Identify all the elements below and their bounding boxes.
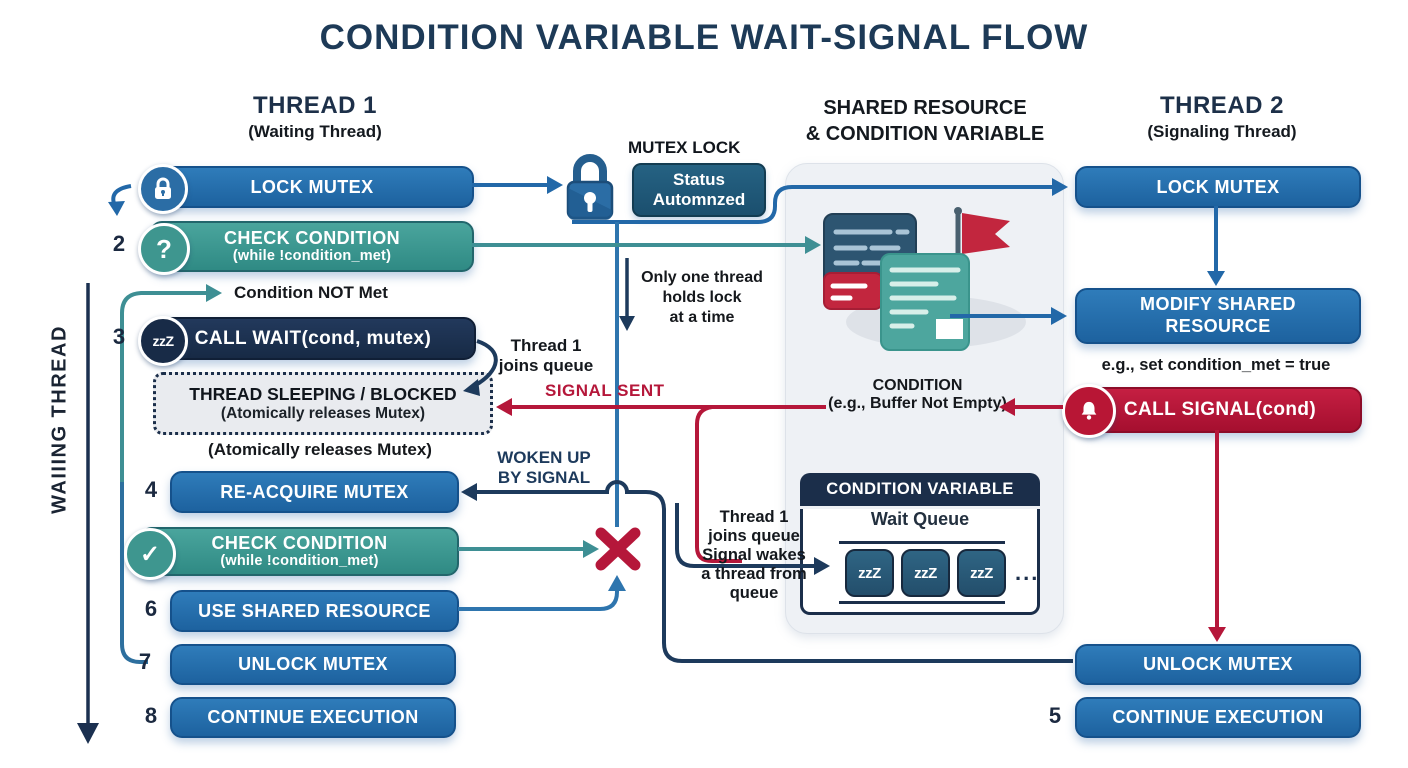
step-number-3: 3 <box>112 324 126 349</box>
step-number-5: 5 <box>1048 703 1062 728</box>
t2-step-unlock: UNLOCK MUTEX <box>1075 644 1361 685</box>
condition-sub: (e.g., Buffer Not Empty) <box>828 395 1007 412</box>
step-number-8: 8 <box>144 703 158 728</box>
t1-step-reacquire: RE-ACQUIRE MUTEX <box>170 471 459 513</box>
sleeping-thread-chip: zzZ <box>901 549 950 597</box>
atomic-release-note: (Atomically releases Mutex) <box>208 440 432 459</box>
t1-call-wait-label: CALL WAIT(cond, mutex) <box>194 327 432 349</box>
t1-step-lock-mutex: LOCK MUTEX <box>138 164 474 214</box>
shared-resource-illustration <box>823 207 1026 351</box>
t1-check2-label: CHECK CONDITION <box>211 532 388 553</box>
signal-wakes-label: Thread 1 joins queue Signal wakes a thre… <box>701 508 807 602</box>
sleeping-thread-chip: zzZ <box>845 549 894 597</box>
thread1-title: THREAD 1 <box>252 92 377 119</box>
t2-continue-label: CONTINUE EXECUTION <box>1112 707 1324 728</box>
t2-lock-label: LOCK MUTEX <box>1156 176 1280 197</box>
t2-step-continue: CONTINUE EXECUTION <box>1075 697 1361 738</box>
thread1-subtitle: (Waiting Thread) <box>248 122 382 141</box>
thread2-header: THREAD 2 (Signaling Thread) <box>1072 92 1372 142</box>
queue-ellipsis: ... <box>1015 560 1040 585</box>
condition-note: CONDITION (e.g., Buffer Not Empty) <box>800 377 1035 413</box>
step-number-2: 2 <box>112 231 126 256</box>
step-number-4: 4 <box>144 477 158 502</box>
t1-check2-sub: (while !condition_met) <box>220 552 379 569</box>
t1-step-use-resource: USE SHARED RESOURCE <box>170 590 459 632</box>
step-number-6: 6 <box>144 596 158 621</box>
bell-icon <box>1062 384 1116 438</box>
t2-unlock-label: UNLOCK MUTEX <box>1143 654 1293 675</box>
joins-queue-label: Thread 1 joins queue <box>498 336 594 375</box>
t2-step-lock-mutex: LOCK MUTEX <box>1075 166 1361 208</box>
modify-note: e.g., set condition_met = true <box>1101 356 1331 374</box>
condition-variable-box: CONDITION VARIABLE Wait Queue zzZ zzZ zz… <box>800 473 1040 615</box>
queue-rule-top <box>839 541 1005 544</box>
mutex-lock-label: MUTEX LOCK <box>628 138 741 157</box>
question-icon: ? <box>138 223 190 275</box>
t1-check-sub: (while !condition_met) <box>232 247 392 264</box>
sleep-icon: zzZ <box>138 316 188 366</box>
t1-use-resource-label: USE SHARED RESOURCE <box>198 600 431 621</box>
card-highlight <box>936 319 963 339</box>
page-title: CONDITION VARIABLE WAIT-SIGNAL FLOW <box>319 18 1089 57</box>
t1-step-continue: CONTINUE EXECUTION <box>170 697 456 738</box>
padlock-icon <box>566 154 614 220</box>
sleeping-title: THREAD SLEEPING / BLOCKED <box>189 384 457 404</box>
sleeping-thread-chip: zzZ <box>957 549 1006 597</box>
signal-sent-label: SIGNAL SENT <box>545 381 665 400</box>
red-card-icon <box>823 272 883 310</box>
condition-not-met-label: Condition NOT Met <box>234 283 388 302</box>
t1-step-unlock: UNLOCK MUTEX <box>170 644 456 685</box>
t2-step-call-signal: CALL SIGNAL(cond) <box>1062 384 1362 438</box>
t1-step-check-condition: CHECK CONDITION (while !condition_met) ? <box>138 221 474 275</box>
wait-queue-label: Wait Queue <box>870 509 970 529</box>
shared-header: SHARED RESOURCE & CONDITION VARIABLE <box>805 97 1045 145</box>
thread2-subtitle: (Signaling Thread) <box>1147 122 1297 141</box>
t1-step-call-wait: CALL WAIT(cond, mutex) zzZ <box>138 316 476 366</box>
t1-reacquire-label: RE-ACQUIRE MUTEX <box>220 481 409 502</box>
t1-unlock-label: UNLOCK MUTEX <box>238 654 388 675</box>
woken-up-label: WOKEN UP BY SIGNAL <box>497 448 591 487</box>
t2-modify-label: MODIFY SHARED RESOURCE <box>1140 294 1296 336</box>
condition-variable-title: CONDITION VARIABLE <box>800 473 1040 506</box>
sleeping-sub: (Atomically releases Mutex) <box>220 405 426 422</box>
wait-queue-chips: zzZ zzZ zzZ ... <box>845 549 1039 597</box>
queue-rule-bottom <box>839 601 1005 604</box>
mutex-status-box: Status Automnzed <box>632 163 766 217</box>
t2-step-modify: MODIFY SHARED RESOURCE <box>1075 288 1361 344</box>
thread1-header: THREAD 1 (Waiting Thread) <box>165 92 465 142</box>
t1-check-label: CHECK CONDITION <box>224 227 400 248</box>
check-icon: ✓ <box>124 528 176 580</box>
step-number-7: 7 <box>138 649 152 674</box>
flag-icon <box>962 213 1010 254</box>
thread2-title: THREAD 2 <box>1159 92 1284 119</box>
lock-icon <box>138 164 188 214</box>
blocked-x-icon <box>595 527 641 571</box>
t1-continue-label: CONTINUE EXECUTION <box>207 707 419 728</box>
wait-queue-body: Wait Queue zzZ zzZ zzZ ... <box>800 509 1040 615</box>
thread-sleeping-box: THREAD SLEEPING / BLOCKED (Atomically re… <box>153 372 493 435</box>
waiting-thread-side-label: WAIIING THREAD <box>48 325 71 514</box>
t1-step-check-condition-2: CHECK CONDITION (while !condition_met) ✓ <box>124 527 459 580</box>
condition-label: CONDITION <box>872 377 963 394</box>
one-thread-note: Only one thread holds lock at a time <box>641 269 763 326</box>
t1-lock-mutex-label: LOCK MUTEX <box>250 176 374 197</box>
t2-signal-label: CALL SIGNAL(cond) <box>1123 399 1317 421</box>
